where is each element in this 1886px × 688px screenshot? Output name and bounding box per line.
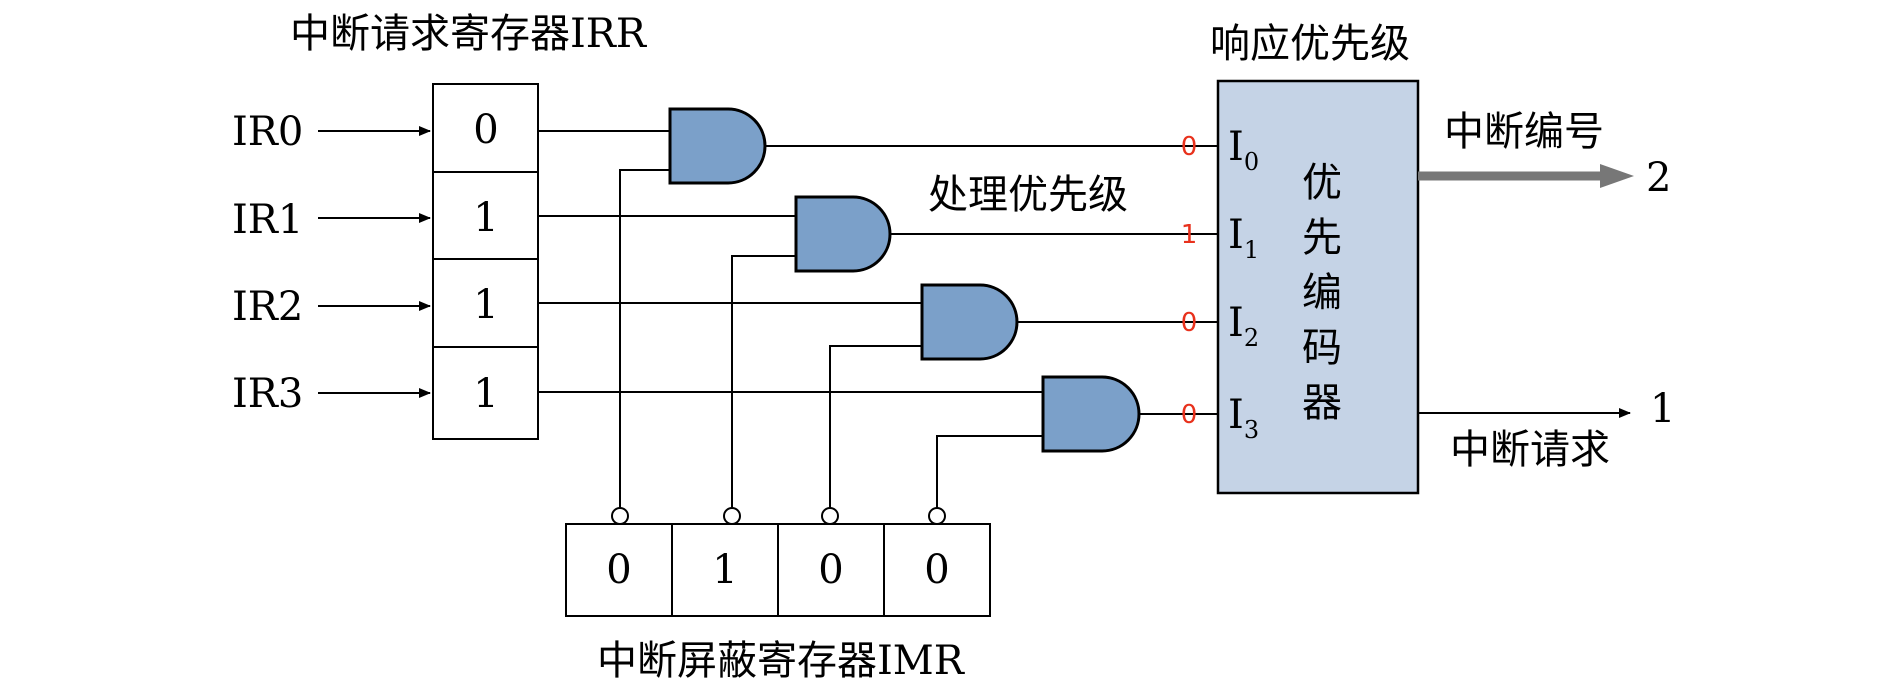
process-priority-title: 处理优先级 xyxy=(928,172,1128,218)
encoder-input-label-3: I3 xyxy=(1228,392,1259,444)
imr-bit-2: 0 xyxy=(818,547,843,593)
inverter-bubble-1 xyxy=(723,507,741,525)
irr-title: 中断请求寄存器IRR xyxy=(290,11,648,57)
interrupt-number-label: 中断编号 xyxy=(1444,109,1604,155)
gate-output-value-0: 0 xyxy=(1181,132,1198,162)
input-label-ir1: IR1 xyxy=(232,197,303,243)
imr-wire-0 xyxy=(619,169,670,508)
input-label-ir3: IR3 xyxy=(232,371,303,417)
and-gate-1 xyxy=(794,195,892,273)
interrupt-number-value: 2 xyxy=(1646,155,1671,201)
interrupt-request-value: 1 xyxy=(1650,386,1675,432)
imr-wire-2 xyxy=(829,345,922,508)
gate-output-value-3: 0 xyxy=(1181,400,1198,430)
and-gate-3 xyxy=(1041,375,1141,453)
irr-bit-3: 1 xyxy=(473,371,498,417)
gate-output-value-2: 0 xyxy=(1181,308,1198,338)
irr-bit-1: 1 xyxy=(473,195,498,241)
response-priority-title: 响应优先级 xyxy=(1210,21,1410,67)
encoder-char-2: 编 xyxy=(1302,270,1342,316)
imr-cell-2 xyxy=(777,523,885,617)
imr-bit-1: 1 xyxy=(712,547,737,593)
irr-cell-3 xyxy=(432,346,539,440)
encoder-char-0: 优 xyxy=(1302,160,1342,206)
encoder-input-label-1: I1 xyxy=(1228,212,1259,264)
inverter-bubble-0 xyxy=(611,507,629,525)
encoder-input-label-2: I2 xyxy=(1228,300,1259,352)
imr-wire-1 xyxy=(731,255,796,508)
imr-cell-0 xyxy=(565,523,673,617)
imr-cell-3 xyxy=(883,523,991,617)
irr-cell-2 xyxy=(432,258,539,348)
priority-encoder xyxy=(1216,79,1420,495)
interrupt-request-label: 中断请求 xyxy=(1450,427,1610,473)
encoder-char-3: 码 xyxy=(1302,325,1342,371)
interrupt-number-arrow-head xyxy=(1600,164,1634,188)
imr-title: 中断屏蔽寄存器IMR xyxy=(597,638,966,684)
input-label-ir2: IR2 xyxy=(232,284,303,330)
and-gate-2 xyxy=(920,283,1019,361)
inverter-bubble-3 xyxy=(928,507,946,525)
irr-bit-2: 1 xyxy=(473,282,498,328)
inverter-bubble-2 xyxy=(821,507,839,525)
imr-bit-3: 0 xyxy=(924,547,949,593)
and-gate-0 xyxy=(668,107,767,185)
irr-bit-0: 0 xyxy=(473,107,498,153)
imr-cell-1 xyxy=(671,523,779,617)
encoder-char-1: 先 xyxy=(1302,215,1342,261)
imr-bit-0: 0 xyxy=(606,547,631,593)
irr-register: 0 1 1 1 xyxy=(432,83,539,440)
irr-cell-0 xyxy=(432,83,539,173)
gate-output-value-1: 1 xyxy=(1181,220,1198,250)
imr-wire-3 xyxy=(936,435,1043,508)
encoder-input-label-0: I0 xyxy=(1228,124,1259,176)
input-label-ir0: IR0 xyxy=(232,109,303,155)
imr-register: 0 1 0 0 xyxy=(565,523,991,617)
encoder-char-4: 器 xyxy=(1302,380,1342,426)
